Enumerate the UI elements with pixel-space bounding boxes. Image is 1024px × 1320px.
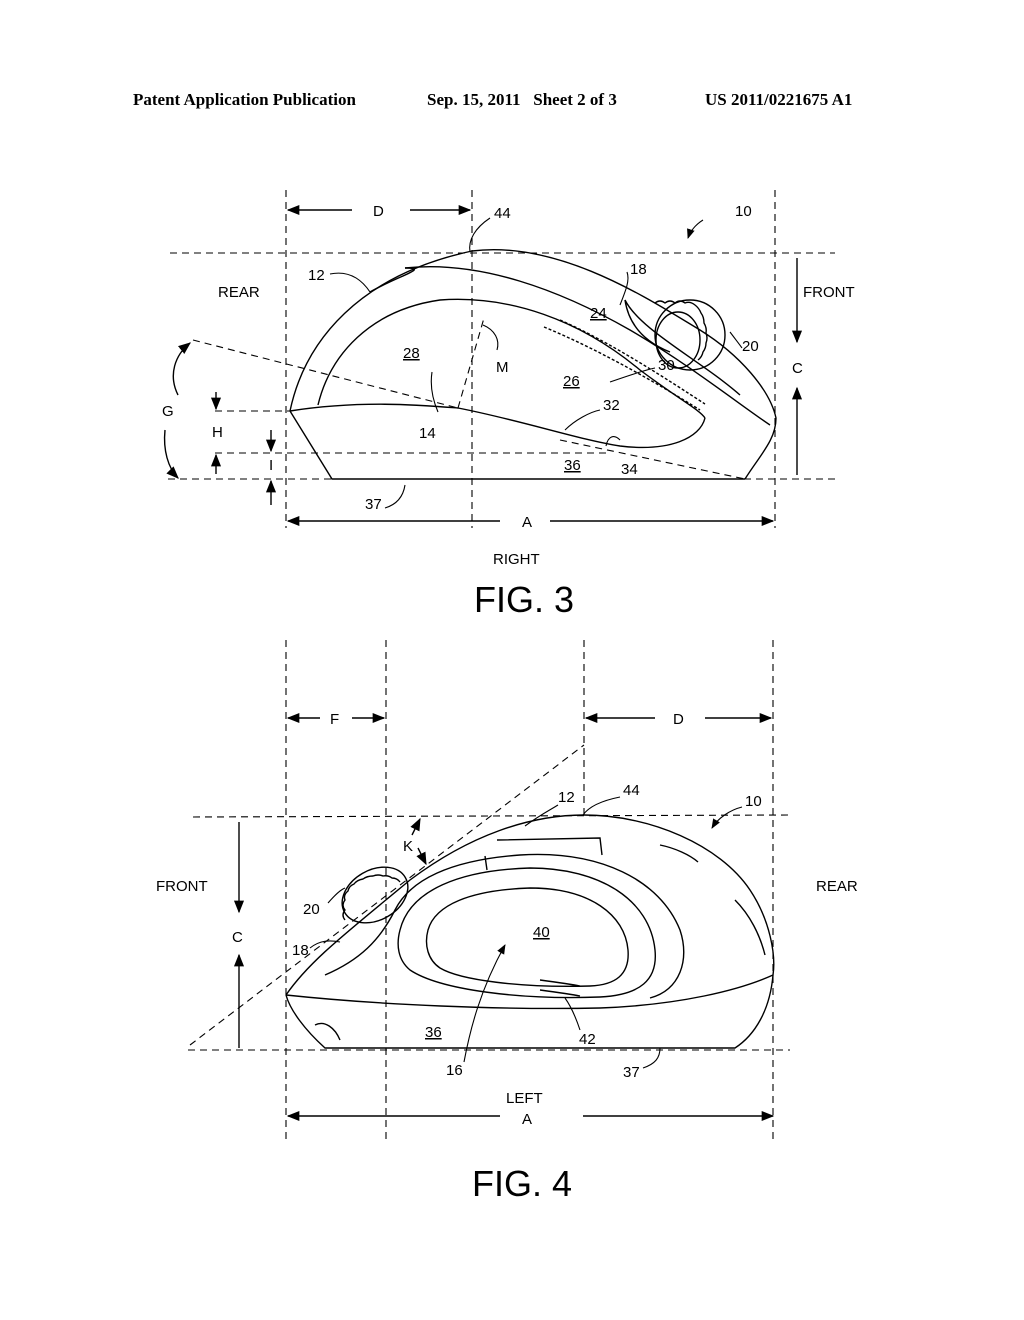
fig4-ref-36: 36 — [425, 1024, 442, 1041]
fig4-rear-label: REAR — [816, 878, 858, 895]
fig4-ref-42: 42 — [579, 1031, 596, 1048]
fig3-ref-12: 12 — [308, 267, 325, 284]
fig4-scroll-wheel — [341, 866, 409, 924]
date-sheet-label: Sep. 15, 2011 Sheet 2 of 3 — [427, 90, 617, 109]
fig3-front-label: FRONT — [803, 284, 855, 301]
fig4-dim-a: A — [522, 1111, 532, 1128]
fig4-dimension-arrows — [233, 712, 775, 1122]
fig4-front-label: FRONT — [156, 878, 208, 895]
publication-label: Patent Application Publication — [133, 90, 356, 109]
fig3-scroll-wheel — [654, 299, 726, 371]
fig3-ref-32: 32 — [603, 397, 620, 414]
fig4-ref-10: 10 — [745, 793, 762, 810]
fig4-ref-16: 16 — [446, 1062, 463, 1079]
fig3-dim-g: G — [162, 403, 174, 420]
fig3-ref-30: 30 — [658, 357, 675, 374]
fig4-dim-k: K — [403, 838, 413, 855]
fig3-dim-d: D — [373, 203, 384, 220]
patent-header: Patent Application Publication Sep. 15, … — [0, 90, 1024, 114]
fig4-mouse-body — [285, 814, 775, 1049]
fig3-mouse-body — [289, 249, 777, 480]
fig4-view-label: LEFT — [506, 1090, 543, 1107]
fig4-dim-f: F — [330, 711, 339, 728]
fig3-ref-34: 34 — [621, 461, 638, 478]
fig3-ref-20: 20 — [742, 338, 759, 355]
fig3-ref-26: 26 — [563, 373, 580, 390]
fig3-ref-36: 36 — [564, 457, 581, 474]
fig4-dim-d: D — [673, 711, 684, 728]
fig3-dim-h: H — [212, 424, 223, 441]
fig4-caption: FIG. 4 — [472, 1163, 572, 1204]
fig3-dim-m: M — [496, 359, 509, 376]
figure-4 — [188, 640, 791, 1140]
figure-3 — [163, 190, 838, 528]
fig3-ref-14: 14 — [419, 425, 436, 442]
patent-number: US 2011/0221675 A1 — [705, 90, 853, 109]
fig4-ref-40: 40 — [533, 924, 550, 941]
fig4-ref-20: 20 — [303, 901, 320, 918]
fig4-ref-44: 44 — [623, 782, 640, 799]
fig3-view-label: RIGHT — [493, 551, 540, 568]
fig4-dashed-guides — [188, 640, 791, 1140]
fig3-leader-lines — [329, 217, 743, 509]
fig3-ref-28: 28 — [403, 345, 420, 362]
fig3-dim-i: I — [269, 457, 273, 474]
fig4-ref-18: 18 — [292, 942, 309, 959]
fig4-ref-37: 37 — [623, 1064, 640, 1081]
fig3-ref-44: 44 — [494, 205, 511, 222]
fig3-ref-18: 18 — [630, 261, 647, 278]
fig3-ref-37: 37 — [365, 496, 382, 513]
fig3-text: REAR FRONT D A C G H I M 44 10 12 18 24 … — [162, 203, 855, 620]
fig4-dim-c: C — [232, 929, 243, 946]
fig4-text: FRONT REAR F D C K A 12 44 10 20 18 40 3… — [156, 711, 858, 1204]
fig3-caption: FIG. 3 — [474, 579, 574, 620]
fig3-rear-label: REAR — [218, 284, 260, 301]
fig4-ref-12: 12 — [558, 789, 575, 806]
fig3-dim-c: C — [792, 360, 803, 377]
fig3-dimension-arrows — [163, 204, 803, 527]
fig3-dim-a: A — [522, 514, 532, 531]
fig3-ref-10: 10 — [735, 203, 752, 220]
fig3-ref-24: 24 — [590, 305, 607, 322]
fig4-leader-lines — [309, 796, 743, 1069]
